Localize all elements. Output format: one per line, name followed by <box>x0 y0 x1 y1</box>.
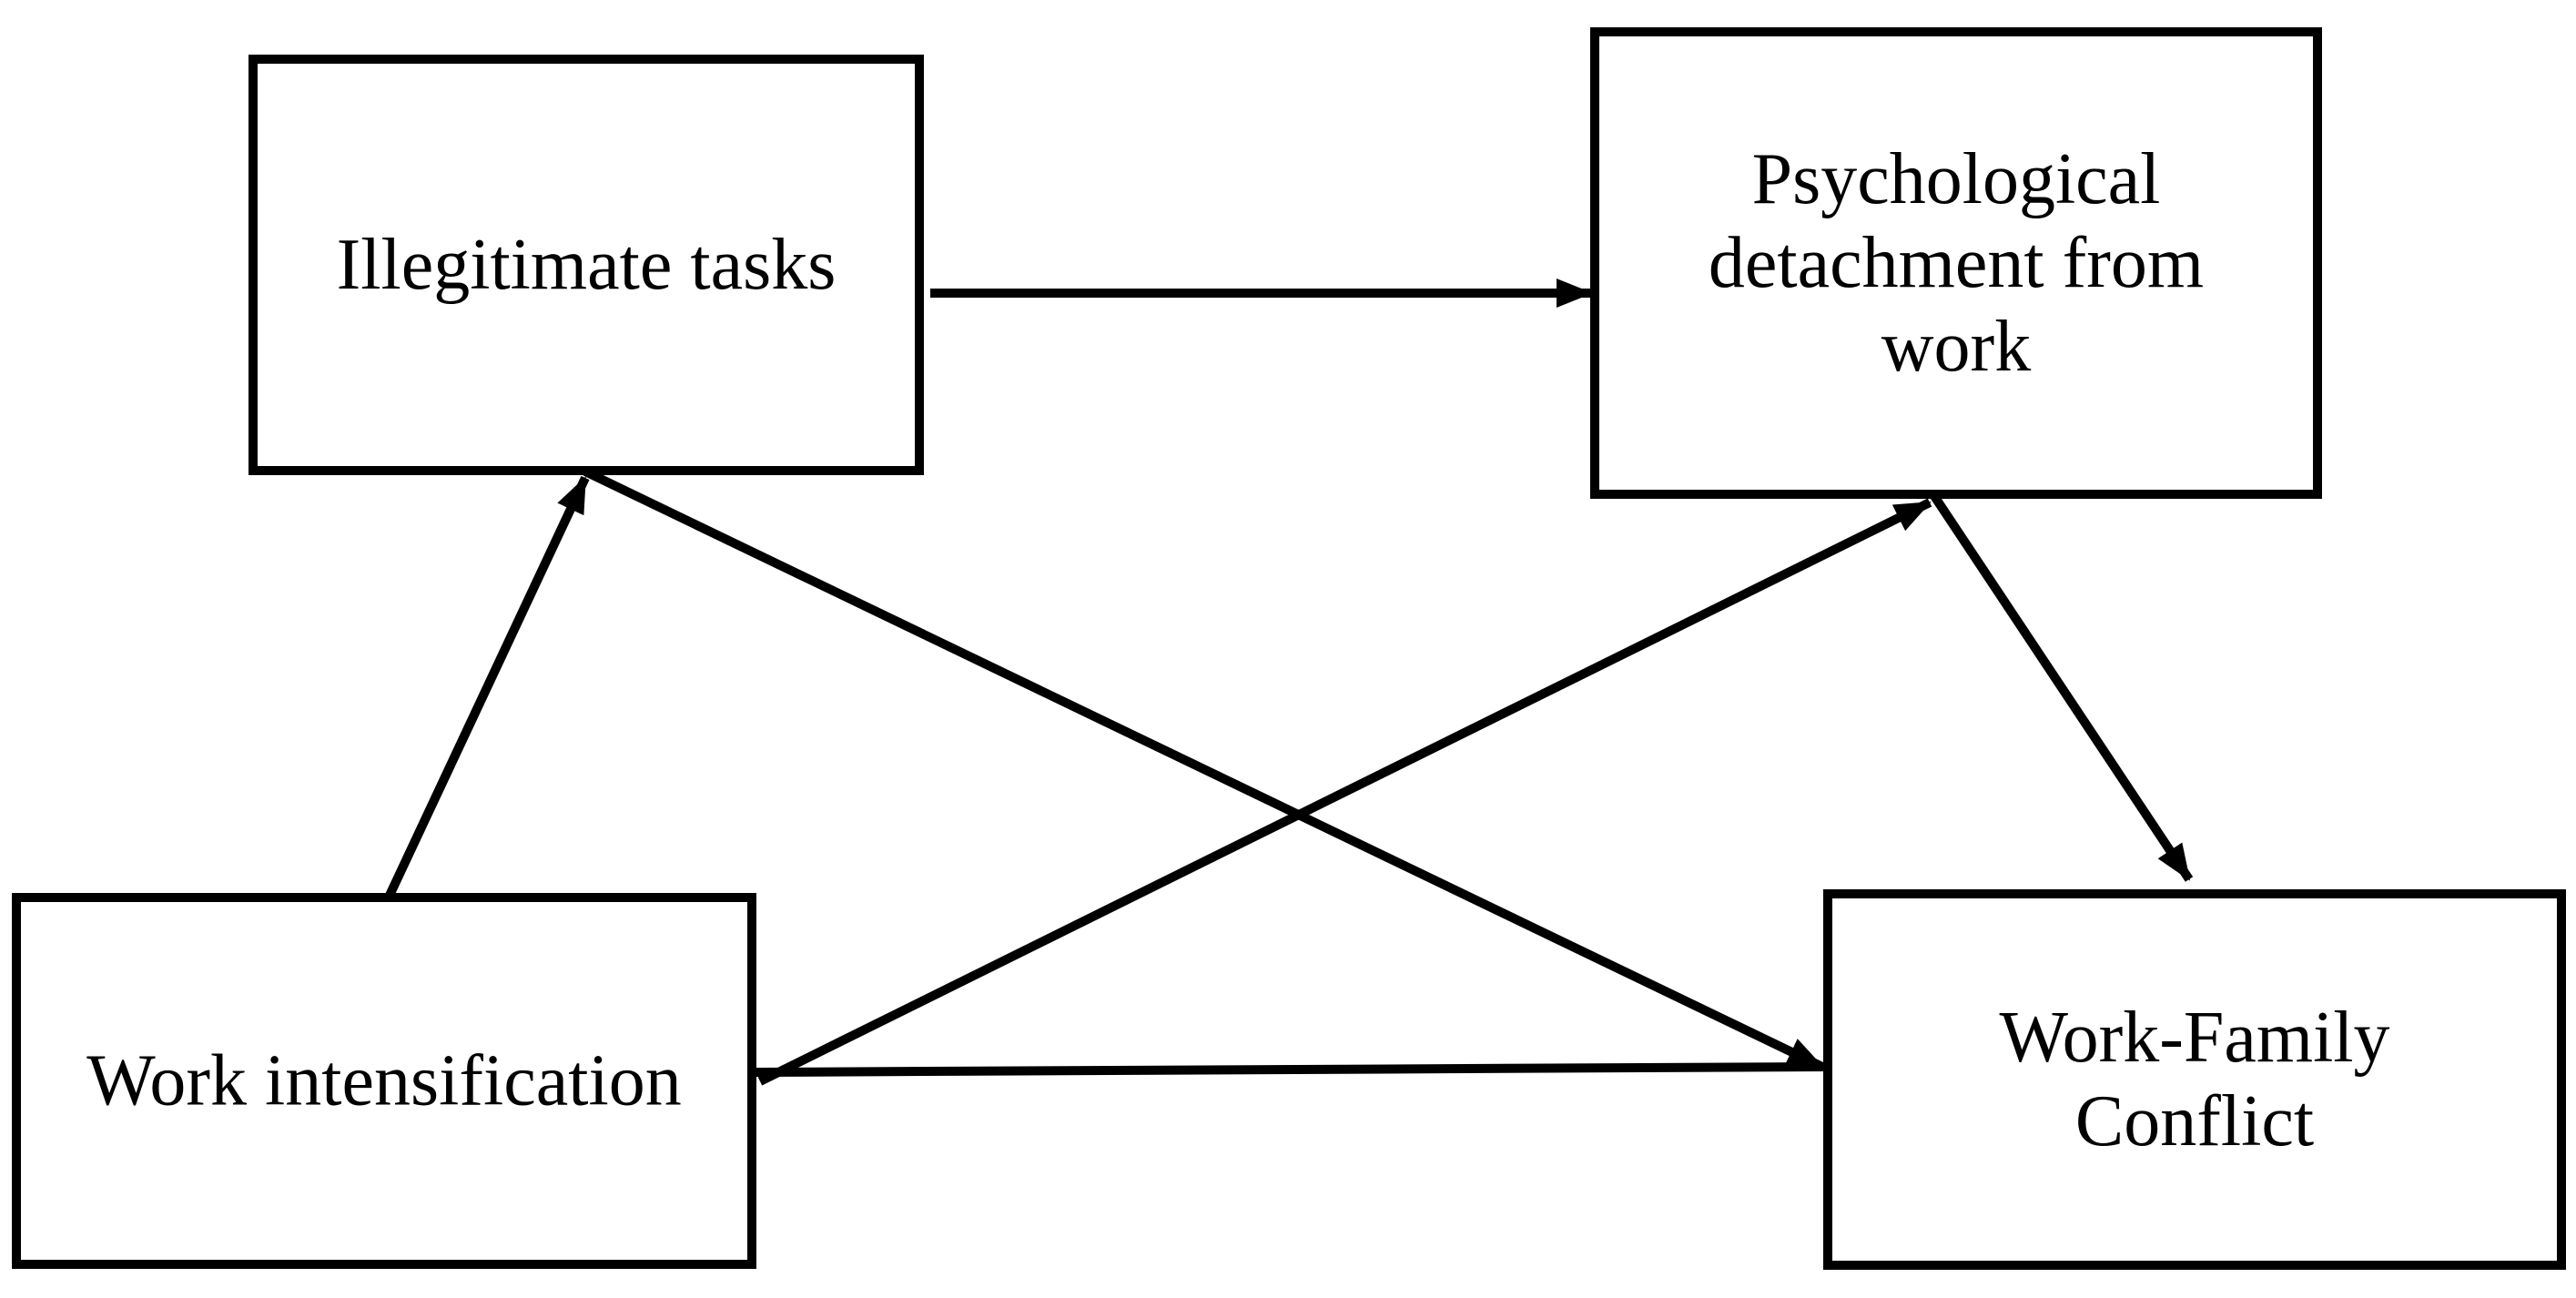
node-illegitimate-tasks-label: Illegitimate tasks <box>337 225 837 305</box>
node-work-family-conflict-label: Work-Family <box>1999 998 2389 1078</box>
node-illegitimate-tasks: Illegitimate tasks <box>248 55 924 475</box>
node-psychological-detachment-label: Psychological <box>1752 139 2161 219</box>
node-work-family-conflict-box <box>1823 889 2566 1270</box>
node-work-family-conflict-label: Conflict <box>2075 1081 2314 1161</box>
edge-detachment-to-conflict <box>1930 493 2194 882</box>
edge-intensification-to-detachment <box>757 498 1932 1086</box>
node-illegitimate-tasks-box <box>248 55 924 475</box>
node-psychological-detachment-label: work <box>1881 307 2031 387</box>
nodes-layer: Illegitimate tasks Psychologicaldetachmen… <box>12 27 2566 1270</box>
node-psychological-detachment-box <box>1590 27 2322 499</box>
edge-intensification-to-conflict <box>755 1062 1827 1077</box>
edge-illegitimate-to-conflict <box>583 467 1825 1071</box>
edges-layer <box>382 279 2194 1086</box>
node-work-intensification: Work intensification <box>12 893 756 1269</box>
edge-intensification-to-illegitimate <box>382 475 590 904</box>
node-work-intensification-box <box>12 893 756 1269</box>
node-work-intensification-label: Work intensification <box>86 1041 681 1121</box>
node-psychological-detachment-label: detachment from <box>1709 223 2204 303</box>
